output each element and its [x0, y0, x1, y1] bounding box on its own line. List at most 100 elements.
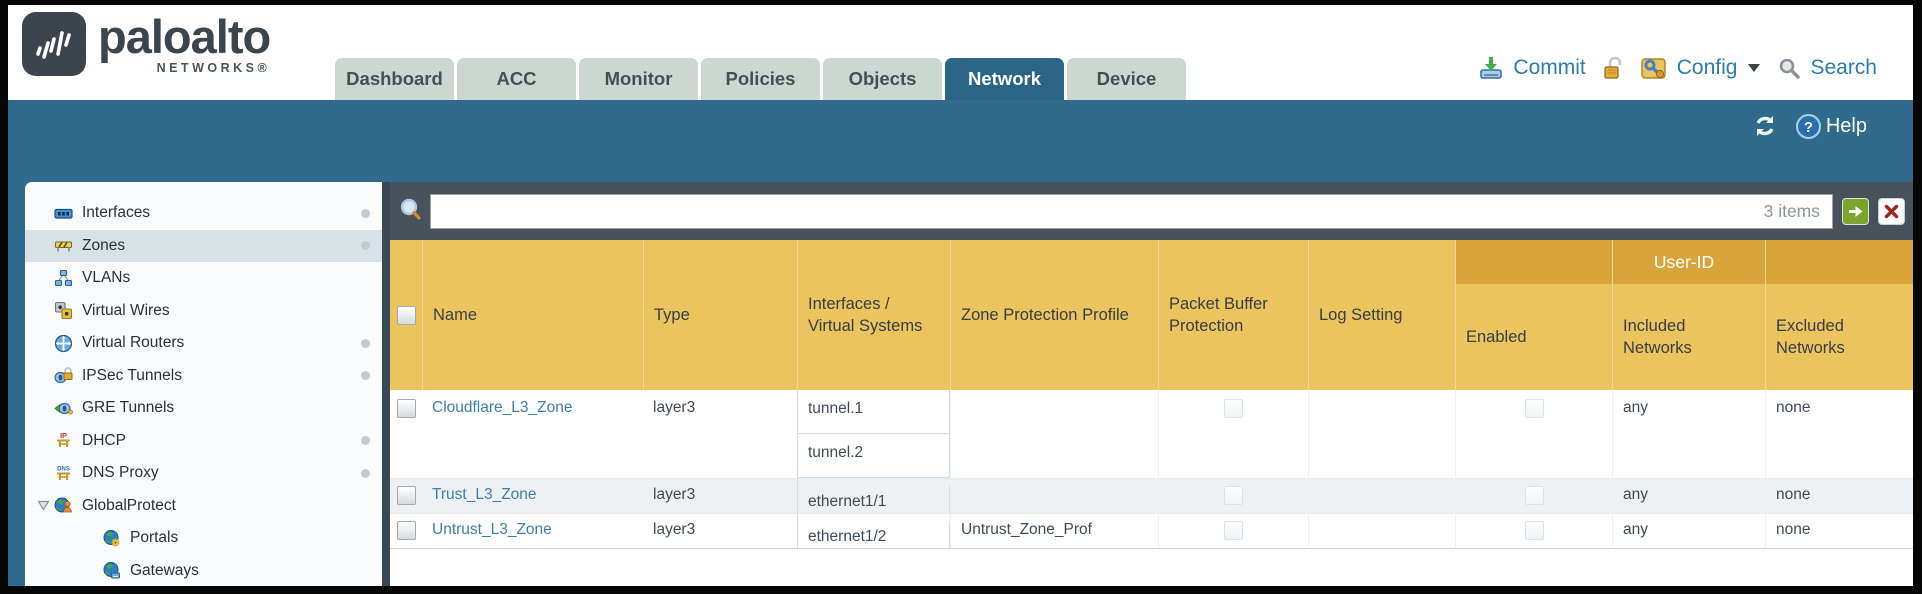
paloalto-logo-icon — [22, 12, 86, 76]
zone-interface: tunnel.2 — [798, 434, 950, 478]
tab-dashboard[interactable]: Dashboard — [335, 58, 454, 100]
row-checkbox[interactable] — [396, 399, 416, 418]
brand-subtitle: NETWORKS® — [156, 61, 271, 76]
col-header-zone-protection-profile[interactable]: Zone Protection Profile — [950, 240, 1158, 390]
zones-table-header: User-ID Name Type Interfaces / Virtual S… — [390, 240, 1913, 390]
search-button[interactable]: Search — [1810, 56, 1877, 79]
utility-toolbar: Commit Config — [1478, 55, 1877, 81]
sidebar-item-gre-tunnels[interactable]: GRE Tunnels — [25, 392, 382, 425]
svg-text:DNS: DNS — [57, 466, 70, 472]
apply-filter-button[interactable] — [1842, 197, 1869, 225]
zone-type: layer3 — [653, 521, 696, 538]
refresh-icon[interactable] — [1751, 112, 1779, 140]
sidebar-item-globalprotect[interactable]: GlobalProtect — [25, 490, 382, 523]
select-all-checkbox-cell — [390, 240, 422, 390]
col-header-excluded-networks[interactable]: Excluded Networks — [1765, 240, 1913, 390]
clear-filter-button[interactable] — [1878, 197, 1905, 225]
vlans-icon — [53, 269, 74, 288]
sidebar-item-dhcp[interactable]: IP DHCP — [25, 425, 382, 458]
zone-protection-profile — [950, 390, 1158, 478]
chevron-down-icon[interactable] — [1748, 64, 1761, 72]
col-header-enabled[interactable]: Enabled — [1455, 240, 1612, 390]
sidebar-item-portals[interactable]: Portals — [25, 522, 382, 555]
col-header-included-networks[interactable]: Included Networks — [1612, 240, 1765, 390]
help-icon: ? — [1795, 113, 1821, 139]
tab-monitor[interactable]: Monitor — [579, 58, 698, 100]
status-dot — [361, 371, 370, 381]
user-id-enabled-checkbox[interactable] — [1524, 521, 1544, 540]
zone-name-link[interactable]: Untrust_L3_Zone — [432, 521, 552, 538]
table-empty-area — [390, 549, 1913, 586]
config-icon — [1640, 55, 1668, 81]
col-header-log-setting[interactable]: Log Setting — [1308, 240, 1455, 390]
select-all-checkbox[interactable] — [396, 305, 416, 325]
commit-icon — [1478, 55, 1504, 81]
help-button[interactable]: ? Help — [1795, 113, 1867, 140]
packet-buffer-protection-checkbox[interactable] — [1224, 486, 1243, 505]
sidebar-item-label: Virtual Routers — [82, 334, 185, 352]
zone-type: layer3 — [653, 486, 696, 503]
gre-tunnels-icon — [53, 399, 74, 418]
sidebar-item-dns-proxy[interactable]: DNS DNS Proxy — [25, 457, 382, 490]
dhcp-icon: IP — [53, 431, 74, 450]
tab-objects[interactable]: Objects — [823, 58, 942, 100]
zone-name-link[interactable]: Cloudflare_L3_Zone — [432, 399, 573, 416]
col-header-interfaces[interactable]: Interfaces / Virtual Systems — [797, 240, 950, 390]
table-row: Trust_L3_Zone layer3 ethernet1/1 any non… — [390, 479, 1913, 514]
tab-device[interactable]: Device — [1067, 58, 1186, 100]
zone-protection-profile — [950, 479, 1158, 513]
sidebar-item-zones[interactable]: Zones — [25, 229, 382, 262]
zone-name-link[interactable]: Trust_L3_Zone — [432, 486, 537, 503]
user-id-enabled-checkbox[interactable] — [1524, 486, 1544, 505]
lock-icon[interactable] — [1601, 55, 1625, 81]
row-checkbox[interactable] — [396, 486, 416, 505]
zone-type: layer3 — [653, 399, 696, 416]
sidebar-item-gateways[interactable]: Gateways — [25, 555, 382, 587]
sidebar-item-virtual-routers[interactable]: Virtual Routers — [25, 327, 382, 360]
packet-buffer-protection-checkbox[interactable] — [1224, 399, 1243, 418]
browser-viewport: paloalto NETWORKS® Dashboard ACC Monitor… — [8, 5, 1913, 586]
brand-name: paloalto — [98, 10, 271, 63]
packet-buffer-protection-checkbox[interactable] — [1224, 521, 1243, 540]
zone-interface: ethernet1/2 — [798, 521, 950, 548]
zone-interface: ethernet1/1 — [798, 486, 950, 513]
config-menu[interactable]: Config — [1676, 56, 1738, 79]
col-header-packet-buffer-protection[interactable]: Packet Buffer Protection — [1158, 240, 1308, 390]
brand-logo: paloalto NETWORKS® — [22, 10, 271, 76]
excluded-networks: none — [1765, 479, 1913, 513]
sidebar-item-label: Portals — [130, 529, 179, 547]
included-networks: any — [1612, 514, 1765, 548]
sidebar-item-label: Virtual Wires — [82, 301, 170, 319]
commit-button[interactable]: Commit — [1513, 56, 1586, 79]
tab-network[interactable]: Network — [945, 58, 1064, 100]
network-sidebar: Interfaces Zones VLANs Vir — [25, 182, 382, 586]
expander-triangle-icon[interactable] — [34, 496, 53, 515]
virtual-wires-icon — [53, 301, 74, 320]
tab-acc[interactable]: ACC — [457, 58, 576, 100]
sidebar-item-vlans[interactable]: VLANs — [25, 262, 382, 295]
sidebar-item-label: DHCP — [82, 431, 126, 449]
svg-text:IP: IP — [60, 431, 67, 440]
tab-policies[interactable]: Policies — [701, 58, 820, 100]
status-dot — [361, 208, 370, 218]
sidebar-item-label: Gateways — [130, 561, 199, 579]
top-header: paloalto NETWORKS® Dashboard ACC Monitor… — [8, 5, 1913, 100]
sidebar-item-label: Interfaces — [82, 204, 151, 222]
included-networks: any — [1612, 390, 1765, 478]
excluded-networks: none — [1765, 514, 1913, 548]
globalprotect-icon — [53, 496, 74, 515]
sidebar-item-interfaces[interactable]: Interfaces — [25, 197, 382, 230]
zone-protection-profile: Untrust_Zone_Prof — [950, 514, 1158, 548]
panel-divider — [382, 182, 390, 586]
col-header-type[interactable]: Type — [643, 240, 797, 390]
user-id-enabled-checkbox[interactable] — [1524, 399, 1544, 418]
filter-search-icon — [398, 197, 424, 225]
col-header-name[interactable]: Name — [422, 240, 643, 390]
included-networks: any — [1612, 479, 1765, 513]
row-checkbox[interactable] — [396, 521, 416, 540]
sidebar-item-ipsec-tunnels[interactable]: IPSec Tunnels — [25, 360, 382, 393]
sidebar-item-label: DNS Proxy — [82, 464, 159, 482]
filter-input[interactable] — [443, 201, 1754, 221]
sidebar-item-label: GRE Tunnels — [82, 399, 175, 417]
sidebar-item-virtual-wires[interactable]: Virtual Wires — [25, 295, 382, 328]
